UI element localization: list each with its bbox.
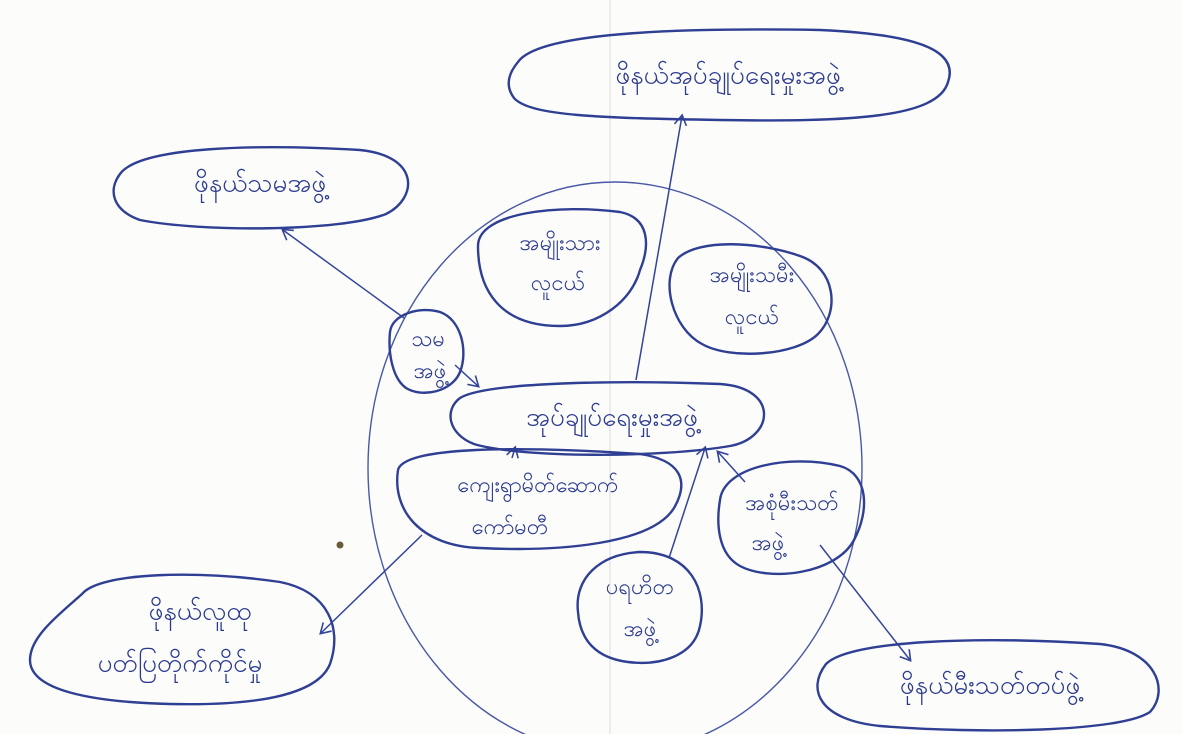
men-youth-line1: အမျိုးသား [520,230,601,261]
men-youth-line2: လူငယ် [531,270,585,300]
bottom-right-node-outline [816,639,1160,732]
women-youth-node-outline [668,243,833,355]
community-circle [367,181,863,734]
fire-brigade-line1: အစုံမီးသတ် [745,490,838,520]
top-left-node-label: ဖိုနယ်သမအဖွဲ့ [194,168,330,204]
arrow-samma-to-topleft [280,228,405,319]
bottom-right-node-label: ဖိုနယ်မီးသတ်တပ်ဖွဲ့ [900,670,1084,706]
parahita-line2: အဖွဲ့ [624,617,660,647]
samma-node-outline [388,308,465,394]
top-node-label: ဖိုနယ်အုပ်ချုပ်ရေးမှုးအဖွဲ့ [615,60,844,96]
ink-dot [336,541,344,549]
samma-line1: သမ [411,327,445,352]
parahita-node-outline [576,550,704,664]
arrow-village-to-bottomleft [319,534,423,635]
bottom-left-line1: ဖိုနယ်လူထု [148,596,252,632]
top-left-node-outline [112,146,410,230]
arrow-samma-to-center [454,364,480,388]
arrow-farmer-to-center [716,450,746,483]
parahita-line1: ပရဟိတ [606,574,674,604]
women-youth-line2: လူငယ် [725,304,779,334]
village-committee-node-outline [396,448,683,551]
center-node-label: အုပ်ချုပ်ရေးမှုးအဖွဲ့ [526,402,701,438]
top-node-outline [507,28,951,122]
bottom-left-node-outline [28,573,336,706]
arrow-center-to-top [635,113,688,381]
samma-line2: အဖွဲ့ [414,359,450,389]
fire-brigade-node-outline [717,460,866,576]
men-youth-node-outline [476,207,648,328]
fire-brigade-line2: အဖွဲ့ [752,531,788,561]
bottom-left-line2: ပတ်ပြတိုက်ကိုင်မှု [98,646,263,684]
arrow-parahita-to-center [668,445,709,559]
arrow-farmer-to-bottomright [819,544,912,663]
women-youth-line1: အမျိုးသမီး [710,262,794,293]
village-committee-line1: ကျေးရွာမိတ်ဆောက် [457,472,618,503]
center-node-outline [449,381,766,456]
village-committee-line2: ကော်မတီ [472,514,549,540]
